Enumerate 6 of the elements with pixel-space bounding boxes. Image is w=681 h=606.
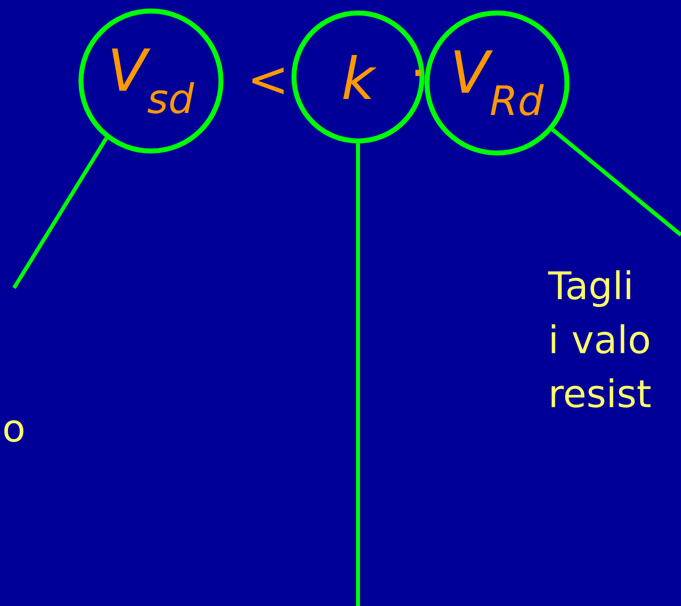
note-text: Tagli i valo resist	[548, 270, 651, 408]
note-text: o	[4, 420, 24, 442]
leader-line	[356, 144, 360, 606]
leader-line	[12, 137, 108, 290]
leader-line	[551, 128, 681, 237]
operator-symbol: <	[252, 67, 284, 94]
